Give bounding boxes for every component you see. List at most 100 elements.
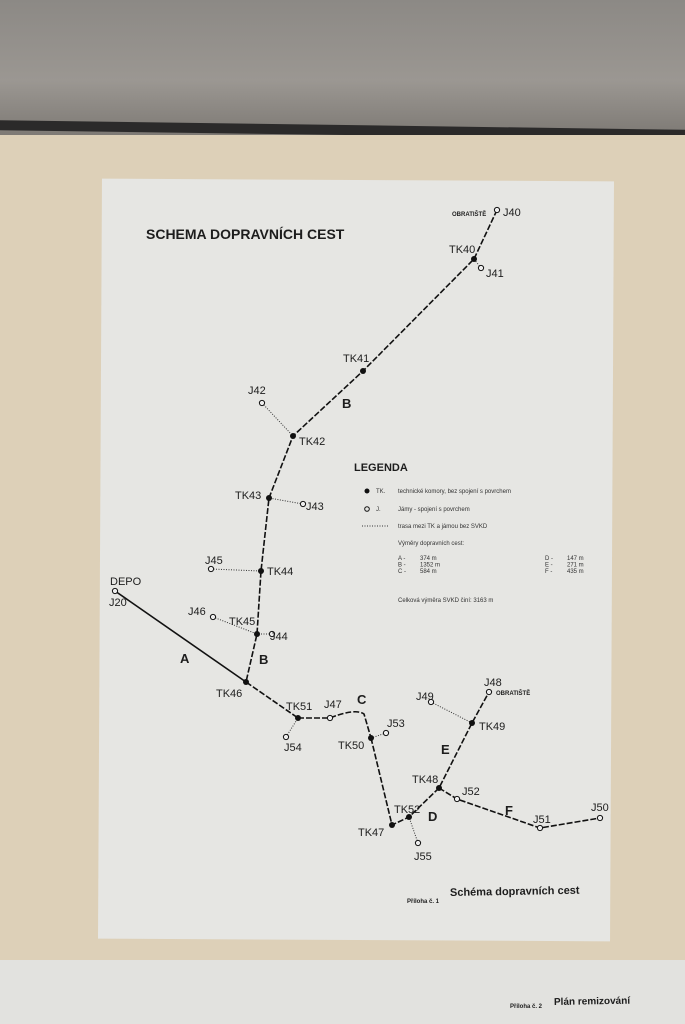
shaft-link [430,701,473,724]
route-label-c: C [357,692,367,707]
route-nodes [111,206,604,847]
shaft-link [473,258,482,269]
label-tk44: TK44 [267,566,293,578]
route-label-d: D [428,809,437,824]
label-j50: J50 [591,802,609,814]
shaft-node-j41 [477,264,485,272]
shaft-node-j43 [299,500,307,508]
legend-line-desc: trasa mezi TK a jámou bez SVKD [398,524,488,530]
label-j44: J44 [270,631,288,643]
tk-node-tk50 [368,735,374,741]
label-tk47: TK47 [358,827,384,839]
shaft-node-j50 [596,814,604,822]
legend-length-value: 1352 m [420,563,440,569]
label-tk42: TK42 [299,436,325,448]
label-j45: J45 [205,555,223,567]
label-depo: DEPO [110,576,142,588]
label-tk46: TK46 [216,688,242,700]
shaft-node-j48 [485,688,493,696]
tk-symbol-icon [364,488,370,494]
legend: LEGENDA TK. technické komory, bez spojen… [354,462,584,604]
label-tk52: TK52 [394,804,420,816]
label-tk41: TK41 [343,353,369,365]
label-j52: J52 [462,786,480,798]
shaft-node-j44 [268,630,276,638]
label-j54: J54 [284,742,302,754]
caption2-prefix: Příloha č. 2 [510,1004,543,1010]
legend-length-key: C - [398,569,406,575]
legend-length-value: 374 m [420,556,437,562]
label-turnaround: OBRATIŠTĚ [496,689,530,697]
label-j51: J51 [533,814,551,826]
label-j40: J40 [503,207,521,219]
label-j46: J46 [188,606,206,618]
diagram-title: SCHEMA DOPRAVNÍCH CEST [146,226,345,242]
tk-node-tk43 [266,495,272,501]
shaft-link [261,402,294,437]
legend-tk-key: TK. [376,489,386,495]
tk-node-tk47 [389,822,395,828]
legend-j-desc: Jámy - spojení s povrchem [398,507,470,513]
tk-node-tk40 [471,256,477,262]
tk-node-tk48 [436,785,442,791]
label-tk45: TK45 [229,616,255,628]
shaft-link [285,717,299,738]
label-j55: J55 [414,851,432,863]
tk-node-tk42 [290,433,296,439]
shaft-link [408,816,419,844]
legend-length-key: B - [398,563,406,569]
shaft-link [210,568,262,572]
shaft-link [212,616,258,635]
j-symbol-icon [364,506,370,512]
tk-node-tk51 [295,715,301,721]
shaft-node-j20 [111,587,119,595]
shaft-node-j45 [207,565,215,573]
route-label-e: E [441,742,450,757]
caption1-prefix: Příloha č. 1 [407,899,440,905]
legend-length-value: 435 m [567,569,584,575]
label-tk48: TK48 [412,774,438,786]
tk-node-tk45 [254,631,260,637]
legend-length-value: 147 m [567,556,584,562]
label-j42: J42 [248,385,266,397]
legend-j-key: J. [376,507,381,513]
route-label-b1: B [342,396,351,411]
legend-tk-desc: technické komory, bez spojení s povrchem [398,489,511,495]
route-segment-a [114,590,247,683]
shaft-node-j53 [382,729,390,737]
label-j53: J53 [387,718,405,730]
legend-length-key: D - [545,556,553,562]
tk-node-tk46 [243,679,249,685]
caption1-title: Schéma dopravních cest [450,885,580,899]
shaft-node-j40 [493,206,501,214]
shaft-node-j55 [414,839,422,847]
label-j48: J48 [484,677,502,689]
label-tk50: TK50 [338,740,364,752]
tk-node-tk41 [360,368,366,374]
legend-length-key: A - [398,556,405,562]
label-tk40: TK40 [449,244,475,256]
route-label-b2: B [259,652,268,667]
caption2-title: Plán remizování [554,996,632,1008]
caption-2: Příloha č. 2 Plán remizování [510,996,631,1010]
label-j47: J47 [324,699,342,711]
label-j43: J43 [306,501,324,513]
tk-node-tk44 [258,568,264,574]
shaft-node-j52 [453,795,461,803]
caption-1: Příloha č. 1 Schéma dopravních cest [407,885,580,905]
second-sheet [0,960,685,1024]
wall-background [0,0,685,135]
legend-title: LEGENDA [354,462,408,474]
route-label-f: F [505,803,513,818]
shaft-node-j51 [536,824,544,832]
route-segment [329,710,372,739]
label-tk43: TK43 [235,490,261,502]
legend-length-value: 584 m [420,569,437,575]
label-j49: J49 [416,691,434,703]
shaft-node-j42 [258,399,266,407]
shaft-node-j46 [209,613,217,621]
label-turnaround: OBRATIŠTĚ [452,210,486,218]
label-j41: J41 [486,268,504,280]
